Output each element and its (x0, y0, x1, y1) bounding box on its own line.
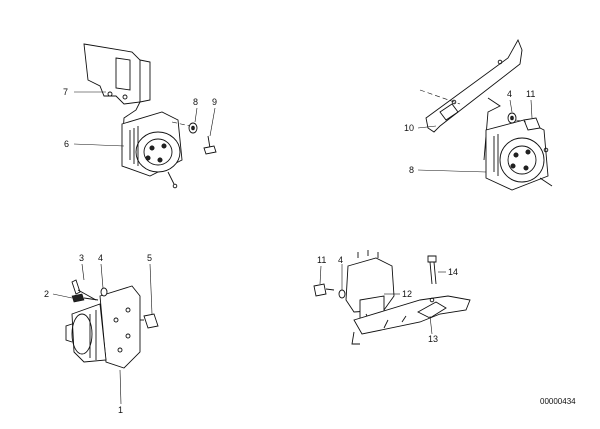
bolt-part (427, 255, 437, 285)
nut-part (71, 293, 99, 303)
group-top-left: 7 6 8 9 (63, 43, 217, 189)
callout-label: 12 (402, 289, 412, 299)
group-top-right: 10 4 11 8 (404, 38, 553, 191)
leader-line (100, 263, 104, 289)
callout-label: 14 (448, 267, 458, 277)
callout-label: 6 (64, 139, 69, 149)
washer-part (100, 287, 108, 297)
callout-label: 13 (428, 334, 438, 344)
connector-part (140, 313, 159, 329)
callout-label: 2 (44, 289, 49, 299)
mounting-bracket-strip (351, 295, 471, 345)
callout-label: 3 (79, 253, 84, 263)
mounting-bracket-long (425, 38, 523, 133)
group-bottom-left: 3 4 2 5 1 (44, 253, 159, 415)
leader-line (417, 169, 487, 173)
motor-unit (121, 111, 183, 189)
leader-line (209, 107, 216, 137)
leader-line (119, 369, 122, 405)
motor-unit (65, 303, 107, 363)
bolt-part (71, 279, 97, 301)
leader-line (417, 125, 437, 129)
callout-label: 9 (212, 97, 217, 107)
callout-label: 11 (526, 89, 535, 99)
callout-label: 10 (404, 123, 414, 133)
leader-line (149, 263, 153, 315)
callout-label: 5 (147, 253, 152, 263)
dashed-axis (419, 89, 461, 105)
callout-label: 8 (409, 165, 414, 175)
leader-line (509, 99, 513, 113)
screw-part (203, 135, 217, 155)
mounting-bracket-upper (83, 43, 151, 105)
callout-label: 4 (338, 255, 343, 265)
mounting-plate (99, 285, 141, 369)
callout-label: 4 (98, 253, 103, 263)
callout-label: 8 (193, 97, 198, 107)
washer-part (338, 289, 346, 299)
callout-label: 7 (63, 87, 68, 97)
leader-line (52, 293, 73, 299)
drawing-number: 00000434 (540, 397, 576, 406)
screw-part (515, 117, 541, 131)
leader-line (194, 107, 198, 123)
leader-line (319, 265, 322, 285)
leader-line (429, 315, 433, 335)
group-bottom-right: 11 4 12 14 13 (313, 250, 471, 345)
leader-line (73, 143, 125, 147)
leader-line (81, 263, 85, 281)
callout-label: 4 (507, 89, 512, 99)
washer-part (171, 121, 198, 134)
callout-label: 11 (317, 255, 326, 265)
callout-label: 1 (118, 405, 123, 415)
washer-part (507, 112, 517, 124)
leader-line (530, 99, 533, 119)
motor-unit (485, 119, 553, 191)
screw-part (313, 283, 335, 297)
